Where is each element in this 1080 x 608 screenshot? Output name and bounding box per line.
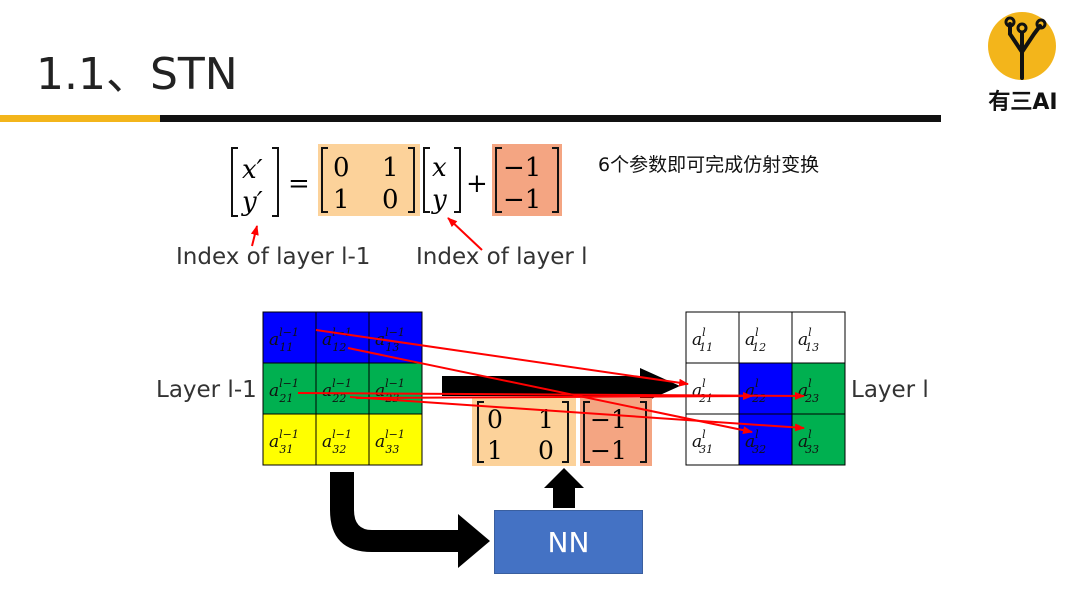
mapping-arrow-4 bbox=[355, 392, 753, 401]
eq-plus: + bbox=[466, 169, 488, 199]
mini-bias-1: −1 bbox=[590, 436, 627, 465]
eq-lhs-vector bbox=[231, 147, 279, 217]
right_grid-cell-22 bbox=[791, 413, 846, 466]
mini-matrix-01: 1 bbox=[538, 405, 554, 434]
left_grid-cell-10 bbox=[262, 362, 317, 415]
mapping-arrow-0 bbox=[315, 329, 689, 387]
logo-text: 有三AI bbox=[988, 90, 1058, 115]
nn-label: NN bbox=[547, 525, 590, 559]
eq-input-y: y bbox=[431, 185, 447, 215]
mapping-arrow-3 bbox=[349, 396, 805, 432]
eq-equals: = bbox=[288, 169, 310, 199]
left_grid-cell-20 bbox=[262, 413, 317, 466]
mini-matrix-10: 1 bbox=[487, 436, 503, 465]
arrow-index-curr bbox=[447, 217, 483, 251]
left-grid: al−111al−112al−113al−121al−122al−123al−1… bbox=[262, 311, 423, 466]
index-curr-label: Index of layer l bbox=[416, 244, 588, 270]
mini-matrix-11: 0 bbox=[538, 436, 554, 465]
eq-bias-1: −1 bbox=[503, 185, 541, 215]
eq-matrix-10: 1 bbox=[333, 185, 350, 215]
arrow-index-prev bbox=[250, 225, 259, 247]
up-arrow bbox=[544, 468, 584, 508]
nn-box: NN bbox=[494, 510, 643, 574]
eq-bias-bg bbox=[492, 144, 562, 216]
mini-matrix-00: 0 bbox=[487, 405, 503, 434]
affine-note: 6个参数即可完成仿射变换 bbox=[598, 154, 820, 176]
left_grid-cell-00 bbox=[262, 311, 317, 364]
logo-icon bbox=[988, 12, 1056, 80]
eq-input-x: x bbox=[432, 153, 447, 183]
left_grid-cell-22 bbox=[368, 413, 423, 466]
eq-matrix-00: 0 bbox=[333, 153, 350, 183]
layer-curr-label: Layer l bbox=[851, 377, 929, 403]
left_grid-cell-12 bbox=[368, 362, 423, 415]
mapping-arrow-1 bbox=[347, 347, 753, 435]
left_grid-cell-11 bbox=[315, 362, 370, 415]
eq-matrix-11: 0 bbox=[382, 185, 399, 215]
right_grid-cell-00 bbox=[685, 311, 740, 364]
mini-bias-brackets bbox=[583, 401, 647, 463]
eq-matrix-brackets bbox=[321, 147, 415, 213]
eq-input-vector bbox=[423, 147, 461, 213]
mini-matrix-brackets bbox=[477, 401, 569, 463]
index-prev-label: Index of layer l-1 bbox=[176, 244, 371, 270]
eq-lhs-y: y′ bbox=[241, 187, 263, 217]
right_grid-cell-12 bbox=[791, 362, 846, 415]
right_grid-cell-02 bbox=[791, 311, 846, 364]
eq-matrix-01: 1 bbox=[382, 153, 399, 183]
slide-title: 1.1、STN bbox=[36, 49, 238, 100]
mini-bias-0: −1 bbox=[590, 405, 627, 434]
curved-arrow bbox=[330, 472, 490, 568]
right_grid-cell-11 bbox=[738, 362, 793, 415]
right_grid-cell-21 bbox=[738, 413, 793, 466]
eq-matrix-bg bbox=[318, 144, 420, 216]
eq-lhs-x: x′ bbox=[242, 155, 263, 185]
right_grid-cell-01 bbox=[738, 311, 793, 364]
layer-prev-label: Layer l-1 bbox=[156, 377, 257, 403]
eq-bias-0: −1 bbox=[503, 153, 541, 183]
title-rule bbox=[160, 115, 941, 122]
title-rule-accent bbox=[0, 115, 160, 122]
eq-bias-brackets bbox=[495, 147, 559, 213]
mapping-arrows bbox=[297, 329, 805, 435]
left_grid-cell-01 bbox=[315, 311, 370, 364]
left_grid-label-12: al−123 bbox=[375, 377, 405, 405]
